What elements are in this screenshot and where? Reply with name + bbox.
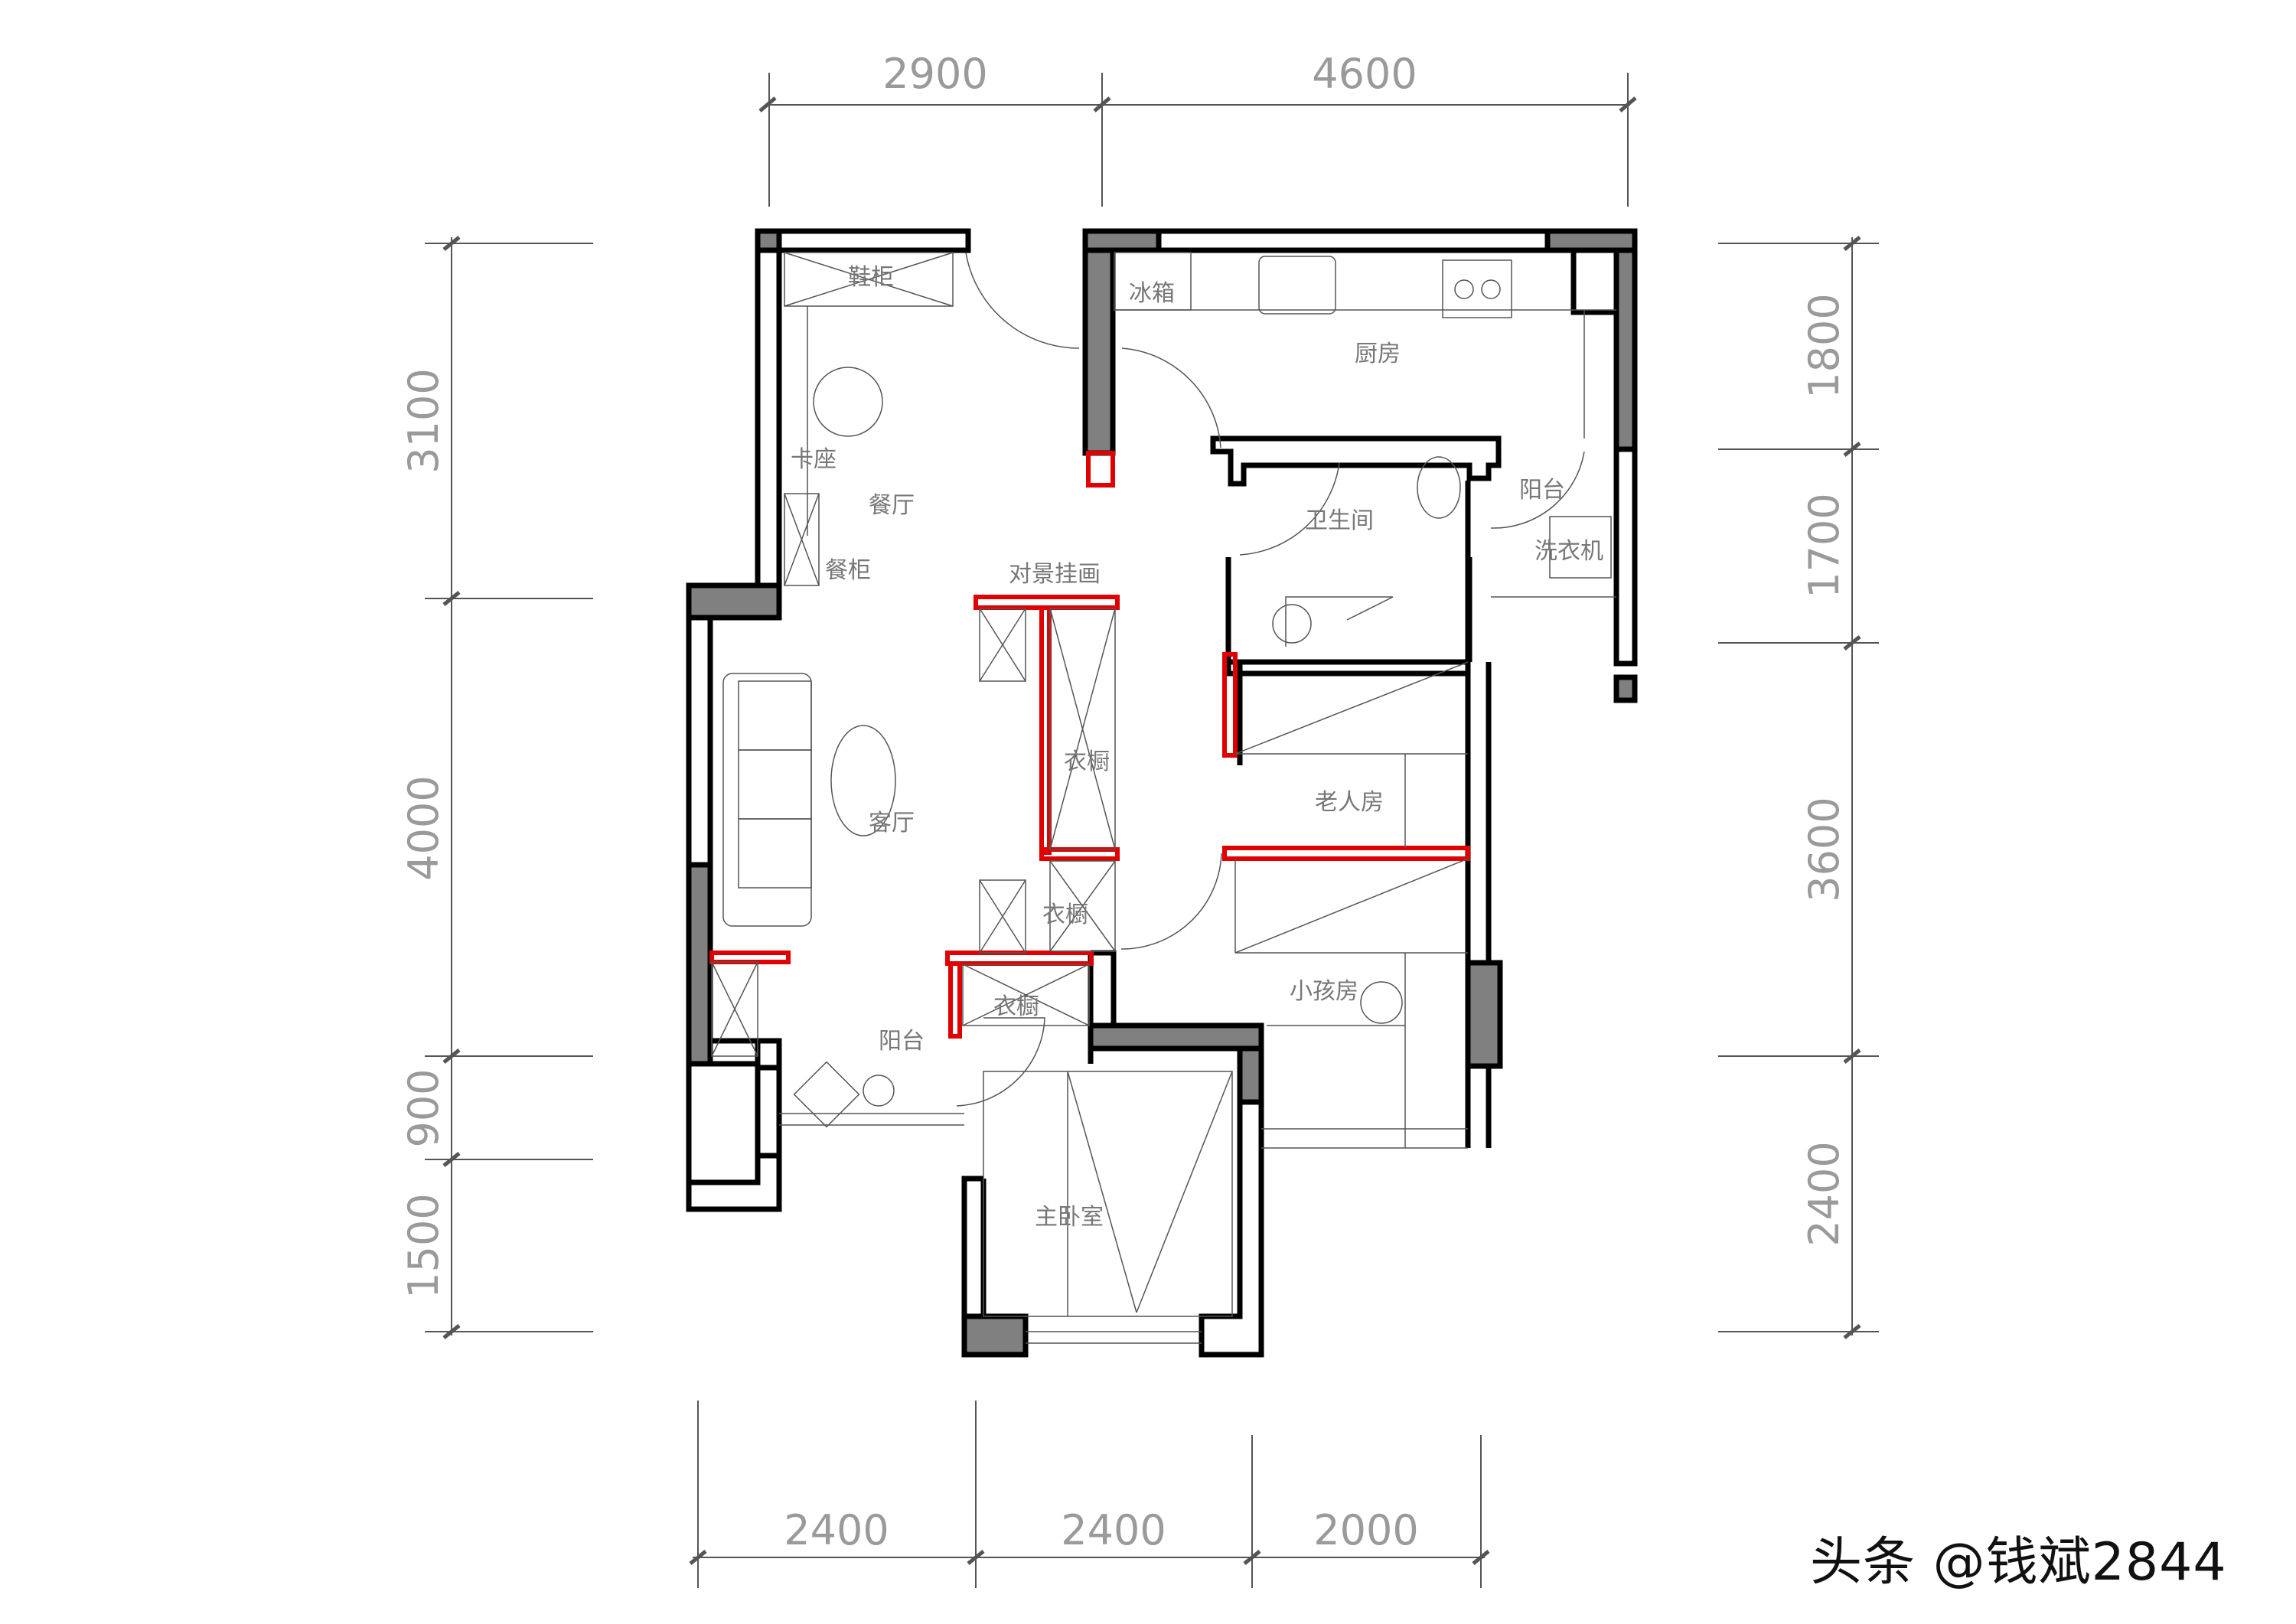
label-feature-painting: 对景挂画 bbox=[1009, 561, 1101, 588]
watermark: 头条 @钱斌2844 bbox=[1810, 1532, 2227, 1593]
label-dining-room: 餐厅 bbox=[869, 492, 915, 519]
dim-top-2: 4600 bbox=[1312, 50, 1417, 98]
label-utility-balcony: 阳台 bbox=[1519, 477, 1565, 504]
room-labels: 鞋柜 冰箱 厨房 卡座 餐厅 餐柜 对景挂画 卫生间 阳台 洗衣机 衣橱 老人房… bbox=[791, 264, 1603, 1231]
label-wardrobe-1: 衣橱 bbox=[1064, 748, 1110, 775]
label-master-bedroom: 主卧室 bbox=[1035, 1204, 1104, 1231]
dim-bottom-1: 2400 bbox=[784, 1506, 889, 1554]
label-washing-machine: 洗衣机 bbox=[1534, 538, 1603, 565]
label-fridge: 冰箱 bbox=[1129, 280, 1175, 307]
dim-left-1: 3100 bbox=[400, 368, 448, 473]
dim-left-2: 4000 bbox=[400, 775, 448, 880]
dim-top-1: 2900 bbox=[882, 50, 987, 98]
new-walls bbox=[709, 451, 1470, 1039]
label-kitchen: 厨房 bbox=[1355, 341, 1401, 367]
furniture bbox=[711, 252, 1616, 1344]
dim-bottom-3: 2000 bbox=[1313, 1506, 1418, 1554]
dim-right-4: 2400 bbox=[1800, 1141, 1848, 1246]
dim-right-1: 1800 bbox=[1800, 293, 1848, 398]
label-kids-room: 小孩房 bbox=[1290, 978, 1358, 1005]
label-living-room: 客厅 bbox=[869, 810, 915, 836]
walls bbox=[686, 228, 1638, 1358]
label-booth-seat: 卡座 bbox=[791, 446, 837, 473]
dim-right-3: 3600 bbox=[1800, 797, 1848, 902]
dim-left-3: 900 bbox=[400, 1068, 448, 1147]
dim-left-4: 1500 bbox=[400, 1193, 448, 1298]
label-elderly-room: 老人房 bbox=[1315, 789, 1384, 816]
label-wardrobe-3: 衣橱 bbox=[993, 993, 1039, 1020]
label-wardrobe-2: 衣橱 bbox=[1042, 902, 1088, 928]
label-balcony: 阳台 bbox=[879, 1028, 925, 1055]
dim-bottom-2: 2400 bbox=[1061, 1506, 1166, 1554]
dim-right-2: 1700 bbox=[1800, 493, 1848, 598]
label-sideboard: 餐柜 bbox=[825, 557, 871, 584]
label-shoe-cabinet: 鞋柜 bbox=[848, 264, 894, 291]
dimension-lines bbox=[425, 73, 1879, 1588]
label-bathroom: 卫生间 bbox=[1305, 507, 1374, 534]
